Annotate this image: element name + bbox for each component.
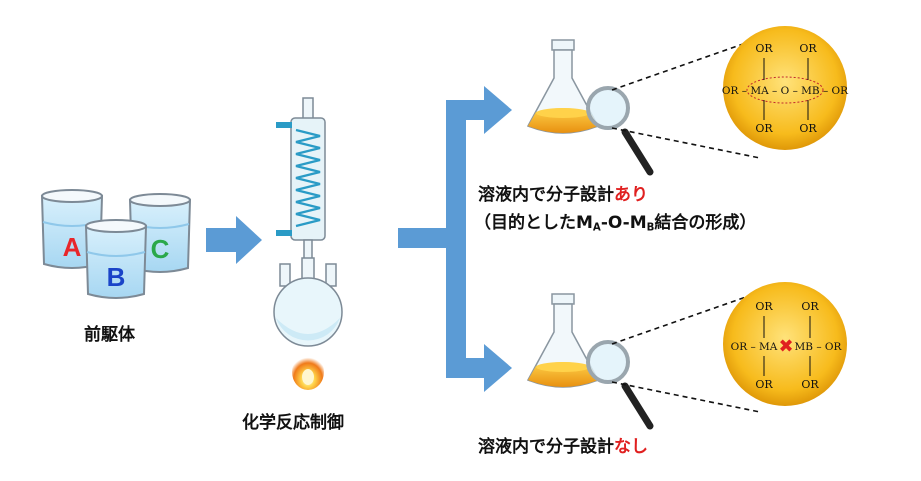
beaker-a-letter: A (63, 232, 82, 262)
precursor-label: 前駆体 (84, 325, 135, 345)
flask-top (526, 39, 600, 134)
beaker-b: B (84, 219, 148, 299)
mol-bot-or-tr: OR (801, 300, 819, 313)
flask-bottom (526, 293, 600, 388)
top-caption-line1: 溶液内で分子設計あり (478, 180, 648, 205)
zoom-line-bottom-lower (611, 381, 761, 413)
beaker-b-letter: B (107, 262, 126, 292)
zoom-line-top-lower (611, 127, 761, 159)
magnifier-bottom (586, 340, 654, 430)
molecule-bottom: OR OR OR – MA ✖ MB – OR OR OR (723, 282, 847, 406)
top-caption-prefix: 溶液内で分子設計 (478, 185, 614, 205)
mol-bot-or-tl: OR (755, 300, 773, 313)
mol-bot-left-group: OR – MA (731, 341, 778, 353)
mb-subscript: B (646, 222, 655, 234)
magnifier-top (586, 86, 654, 176)
top-caption-highlight: あり (614, 185, 648, 205)
arrow-to-reactor (206, 216, 262, 264)
molecule-top: OR OR OR – MA – O – MB – OR OR OR (722, 26, 849, 150)
branching-arrow (398, 86, 512, 392)
bottom-caption: 溶液内で分子設計なし (478, 432, 648, 457)
zoom-line-top-upper (611, 37, 761, 91)
mol-top-or-br: OR (799, 122, 817, 135)
ma-subscript: A (592, 222, 601, 234)
ma-symbol: M (576, 213, 593, 233)
mol-top-or-bl: OR (755, 122, 773, 135)
top-caption-open: （目的とした (474, 213, 576, 233)
mol-bot-or-br: OR (801, 378, 819, 391)
beaker-c-letter: C (151, 234, 170, 264)
zoom-line-bottom-upper (611, 291, 761, 345)
top-caption-line2: （目的としたMA-O-MB結合の形成） (474, 208, 756, 234)
mb-symbol: M (629, 213, 647, 233)
bottom-caption-prefix: 溶液内で分子設計 (478, 437, 614, 457)
mol-top-or-tr: OR (799, 42, 817, 55)
bond-symbol: -O- (600, 213, 630, 233)
mol-bot-cross: ✖ (778, 336, 793, 357)
mol-bot-right-group: MB – OR (795, 341, 843, 353)
top-caption-close: 結合の形成） (654, 213, 757, 233)
mol-top-or-tl: OR (755, 42, 773, 55)
mol-top-center-row: OR – MA – O – MB – OR (722, 85, 849, 97)
mol-bot-or-bl: OR (755, 378, 773, 391)
bottom-caption-highlight: なし (614, 437, 648, 457)
reaction-control-label: 化学反応制御 (242, 413, 344, 433)
reflux-apparatus (273, 97, 343, 390)
